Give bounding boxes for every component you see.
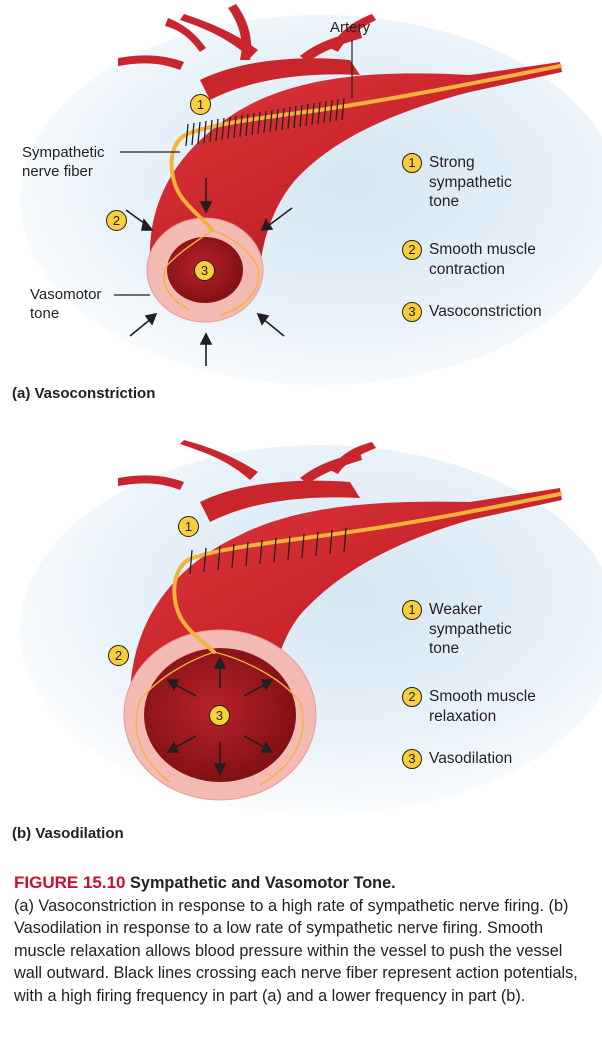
legend-item-2: 2 Smooth muscle contraction xyxy=(402,240,579,279)
artery-body xyxy=(150,62,562,270)
figure-number: FIGURE 15.10 xyxy=(14,873,126,892)
vasomotor-tone-label: Vasomotor tone xyxy=(30,286,102,322)
legend-text-2: Smooth muscle contraction xyxy=(429,241,536,278)
legend-item-2: 2 Smooth muscle relaxation xyxy=(402,687,579,726)
legend-num-2: 2 xyxy=(402,687,422,707)
badge-2: 2 xyxy=(108,645,129,666)
legend-num-3: 3 xyxy=(402,749,422,769)
badge-1: 1 xyxy=(178,516,199,537)
badge-3: 3 xyxy=(209,705,230,726)
legend-num-1: 1 xyxy=(402,153,422,173)
badge-3: 3 xyxy=(194,260,215,281)
outward-arrows xyxy=(166,656,274,776)
vessel-branches xyxy=(118,4,376,70)
badge-1: 1 xyxy=(190,94,211,115)
panel-vasoconstriction: 1 2 3 Artery Sympathetic nerve fiber Vas… xyxy=(0,0,602,415)
legend-text-3: Vasoconstriction xyxy=(429,303,542,320)
artery-upper-branch xyxy=(200,480,360,522)
legend-num-3: 3 xyxy=(402,302,422,322)
figure-caption: FIGURE 15.10 Sympathetic and Vasomotor T… xyxy=(14,872,594,1008)
sympathetic-nerve-fiber-label: Sympathetic nerve fiber xyxy=(22,144,105,180)
legend-num-2: 2 xyxy=(402,240,422,260)
figure-title: Sympathetic and Vasomotor Tone. xyxy=(130,874,396,892)
vasoconstriction-illustration xyxy=(20,4,602,385)
action-potentials-high-frequency xyxy=(185,97,345,147)
legend-item-1: 1 Weaker sympathetic tone xyxy=(402,600,539,659)
nerve-branches xyxy=(163,229,260,316)
leader-lines xyxy=(114,40,353,296)
sympathetic-nerve-fiber xyxy=(172,492,562,654)
badge-2: 2 xyxy=(106,210,127,231)
legend-text-1: Strong sympathetic tone xyxy=(429,154,512,210)
panel-a-caption: (a) Vasoconstriction xyxy=(12,385,156,402)
action-potentials-low-frequency xyxy=(189,527,347,575)
legend-text-2: Smooth muscle relaxation xyxy=(429,688,536,725)
legend-num-1: 1 xyxy=(402,600,422,620)
inward-arrows xyxy=(125,178,293,366)
vessel-branches xyxy=(118,440,376,490)
vasodilation-illustration xyxy=(20,440,602,815)
nerve-branches xyxy=(135,651,304,786)
panel-vasodilation: 1 2 3 1 Weaker sympathetic tone 2 Smooth… xyxy=(0,440,602,860)
legend-item-3: 3 Vasoconstriction xyxy=(402,302,579,322)
legend-item-3: 3 Vasodilation xyxy=(402,749,579,769)
figure-body: (a) Vasoconstriction in response to a hi… xyxy=(14,896,578,1005)
legend-text-1: Weaker sympathetic tone xyxy=(429,601,512,657)
panel-b-caption: (b) Vasodilation xyxy=(12,825,124,842)
artery-label: Artery xyxy=(330,19,371,36)
legend-item-1: 1 Strong sympathetic tone xyxy=(402,153,539,212)
artery-upper-branch xyxy=(200,58,360,100)
legend-text-3: Vasodilation xyxy=(429,750,513,767)
